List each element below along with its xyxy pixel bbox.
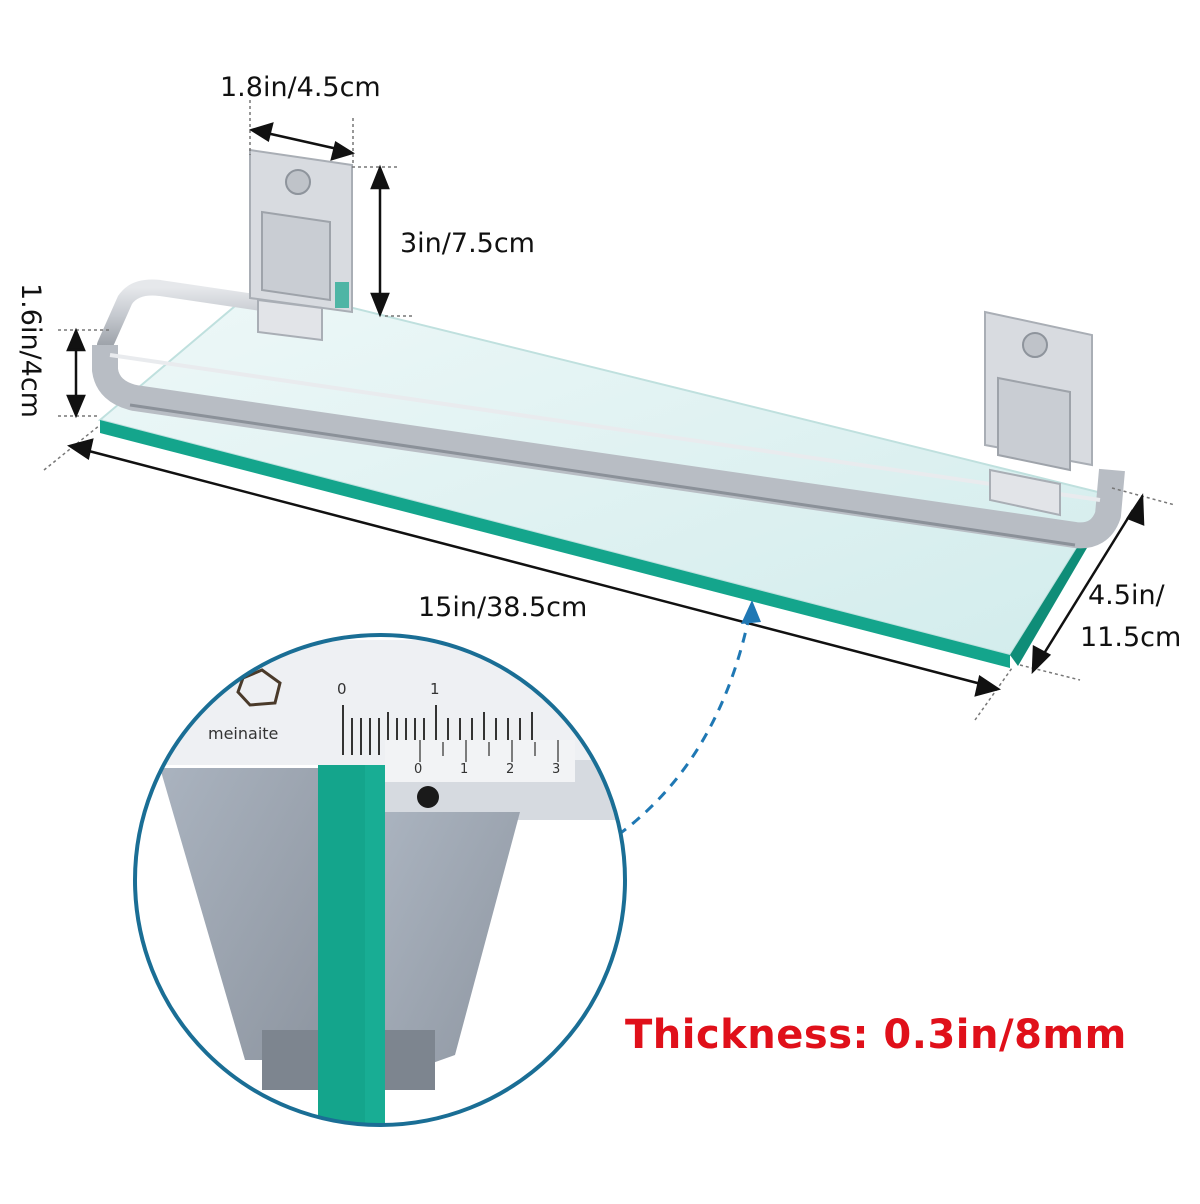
bracket-width-label: 1.8in/4.5cm — [220, 72, 381, 103]
caliper-closeup — [135, 635, 625, 1125]
depth-label-line1: 4.5in/ — [1088, 580, 1165, 611]
aluminum-rail — [92, 279, 1125, 549]
callout-circle — [133, 633, 627, 1127]
vernier-scale-3: 3 — [552, 762, 561, 777]
brand-logo-text: meinaite — [208, 724, 279, 743]
length-label: 15in/38.5cm — [418, 592, 588, 623]
bracket-height-label: 3in/7.5cm — [400, 228, 535, 259]
left-wall-bracket — [249, 148, 353, 342]
vernier-scale-1: 1 — [460, 762, 469, 777]
vernier-scale-0: 0 — [414, 762, 423, 777]
rail-height-label: 1.6in/4cm — [15, 283, 46, 418]
dimension-lines — [43, 100, 1176, 721]
depth-label-line2: 11.5cm — [1080, 622, 1182, 653]
right-wall-bracket — [984, 310, 1093, 517]
thickness-label: Thickness: 0.3in/8mm — [625, 1012, 1127, 1058]
main-scale-1: 1 — [430, 680, 440, 698]
main-scale-0: 0 — [337, 680, 347, 698]
callout-arrow — [617, 600, 761, 837]
vernier-scale-2: 2 — [506, 762, 515, 777]
